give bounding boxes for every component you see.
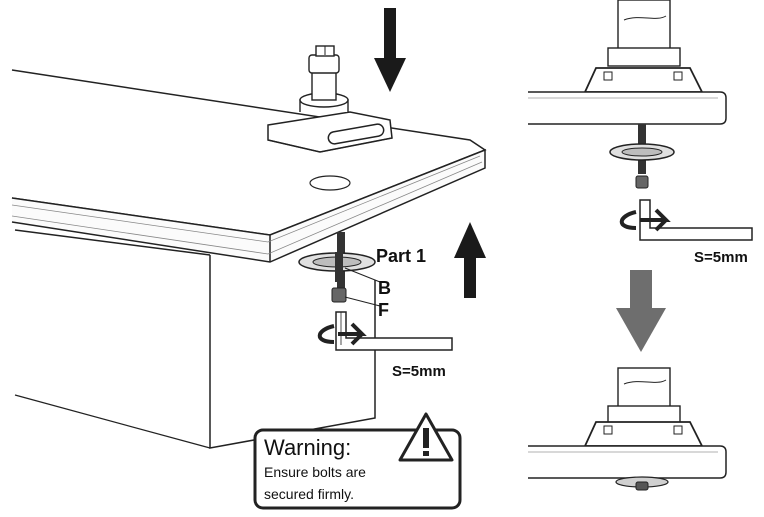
bolt-label-f: F bbox=[378, 300, 389, 320]
bolt-assembly bbox=[298, 232, 376, 303]
right-top-figure: S=5mm bbox=[528, 0, 753, 266]
left-figure: Part 1 B F S=5mm Warning: Ensure bolts a… bbox=[11, 8, 487, 510]
desk-top bbox=[11, 69, 487, 263]
wrench-size-label-left: S=5mm bbox=[392, 363, 446, 380]
leader-line-f bbox=[344, 296, 381, 307]
arrow-down-icon bbox=[616, 270, 666, 352]
warning-title: Warning: bbox=[264, 435, 351, 460]
warning-triangle-icon bbox=[398, 412, 454, 462]
clamp-base bbox=[267, 45, 393, 153]
wrench-size-label-right: S=5mm bbox=[694, 249, 748, 266]
warning-line-2: secured firmly. bbox=[264, 486, 354, 502]
arrow-up-icon bbox=[454, 222, 486, 298]
warning-line-1: Ensure bolts are bbox=[264, 464, 366, 480]
hex-wrench-icon bbox=[335, 311, 453, 351]
rotate-icon bbox=[317, 322, 367, 346]
bolt-label-b: B bbox=[378, 278, 391, 298]
leader-line-b bbox=[344, 267, 381, 283]
hex-wrench-icon bbox=[639, 199, 753, 241]
right-bottom-figure bbox=[528, 367, 727, 491]
arrow-down-icon bbox=[374, 8, 406, 92]
part-label: Part 1 bbox=[376, 246, 426, 266]
rotate-icon bbox=[619, 208, 671, 232]
warning-box: Warning: Ensure bolts are secured firmly… bbox=[253, 412, 462, 510]
